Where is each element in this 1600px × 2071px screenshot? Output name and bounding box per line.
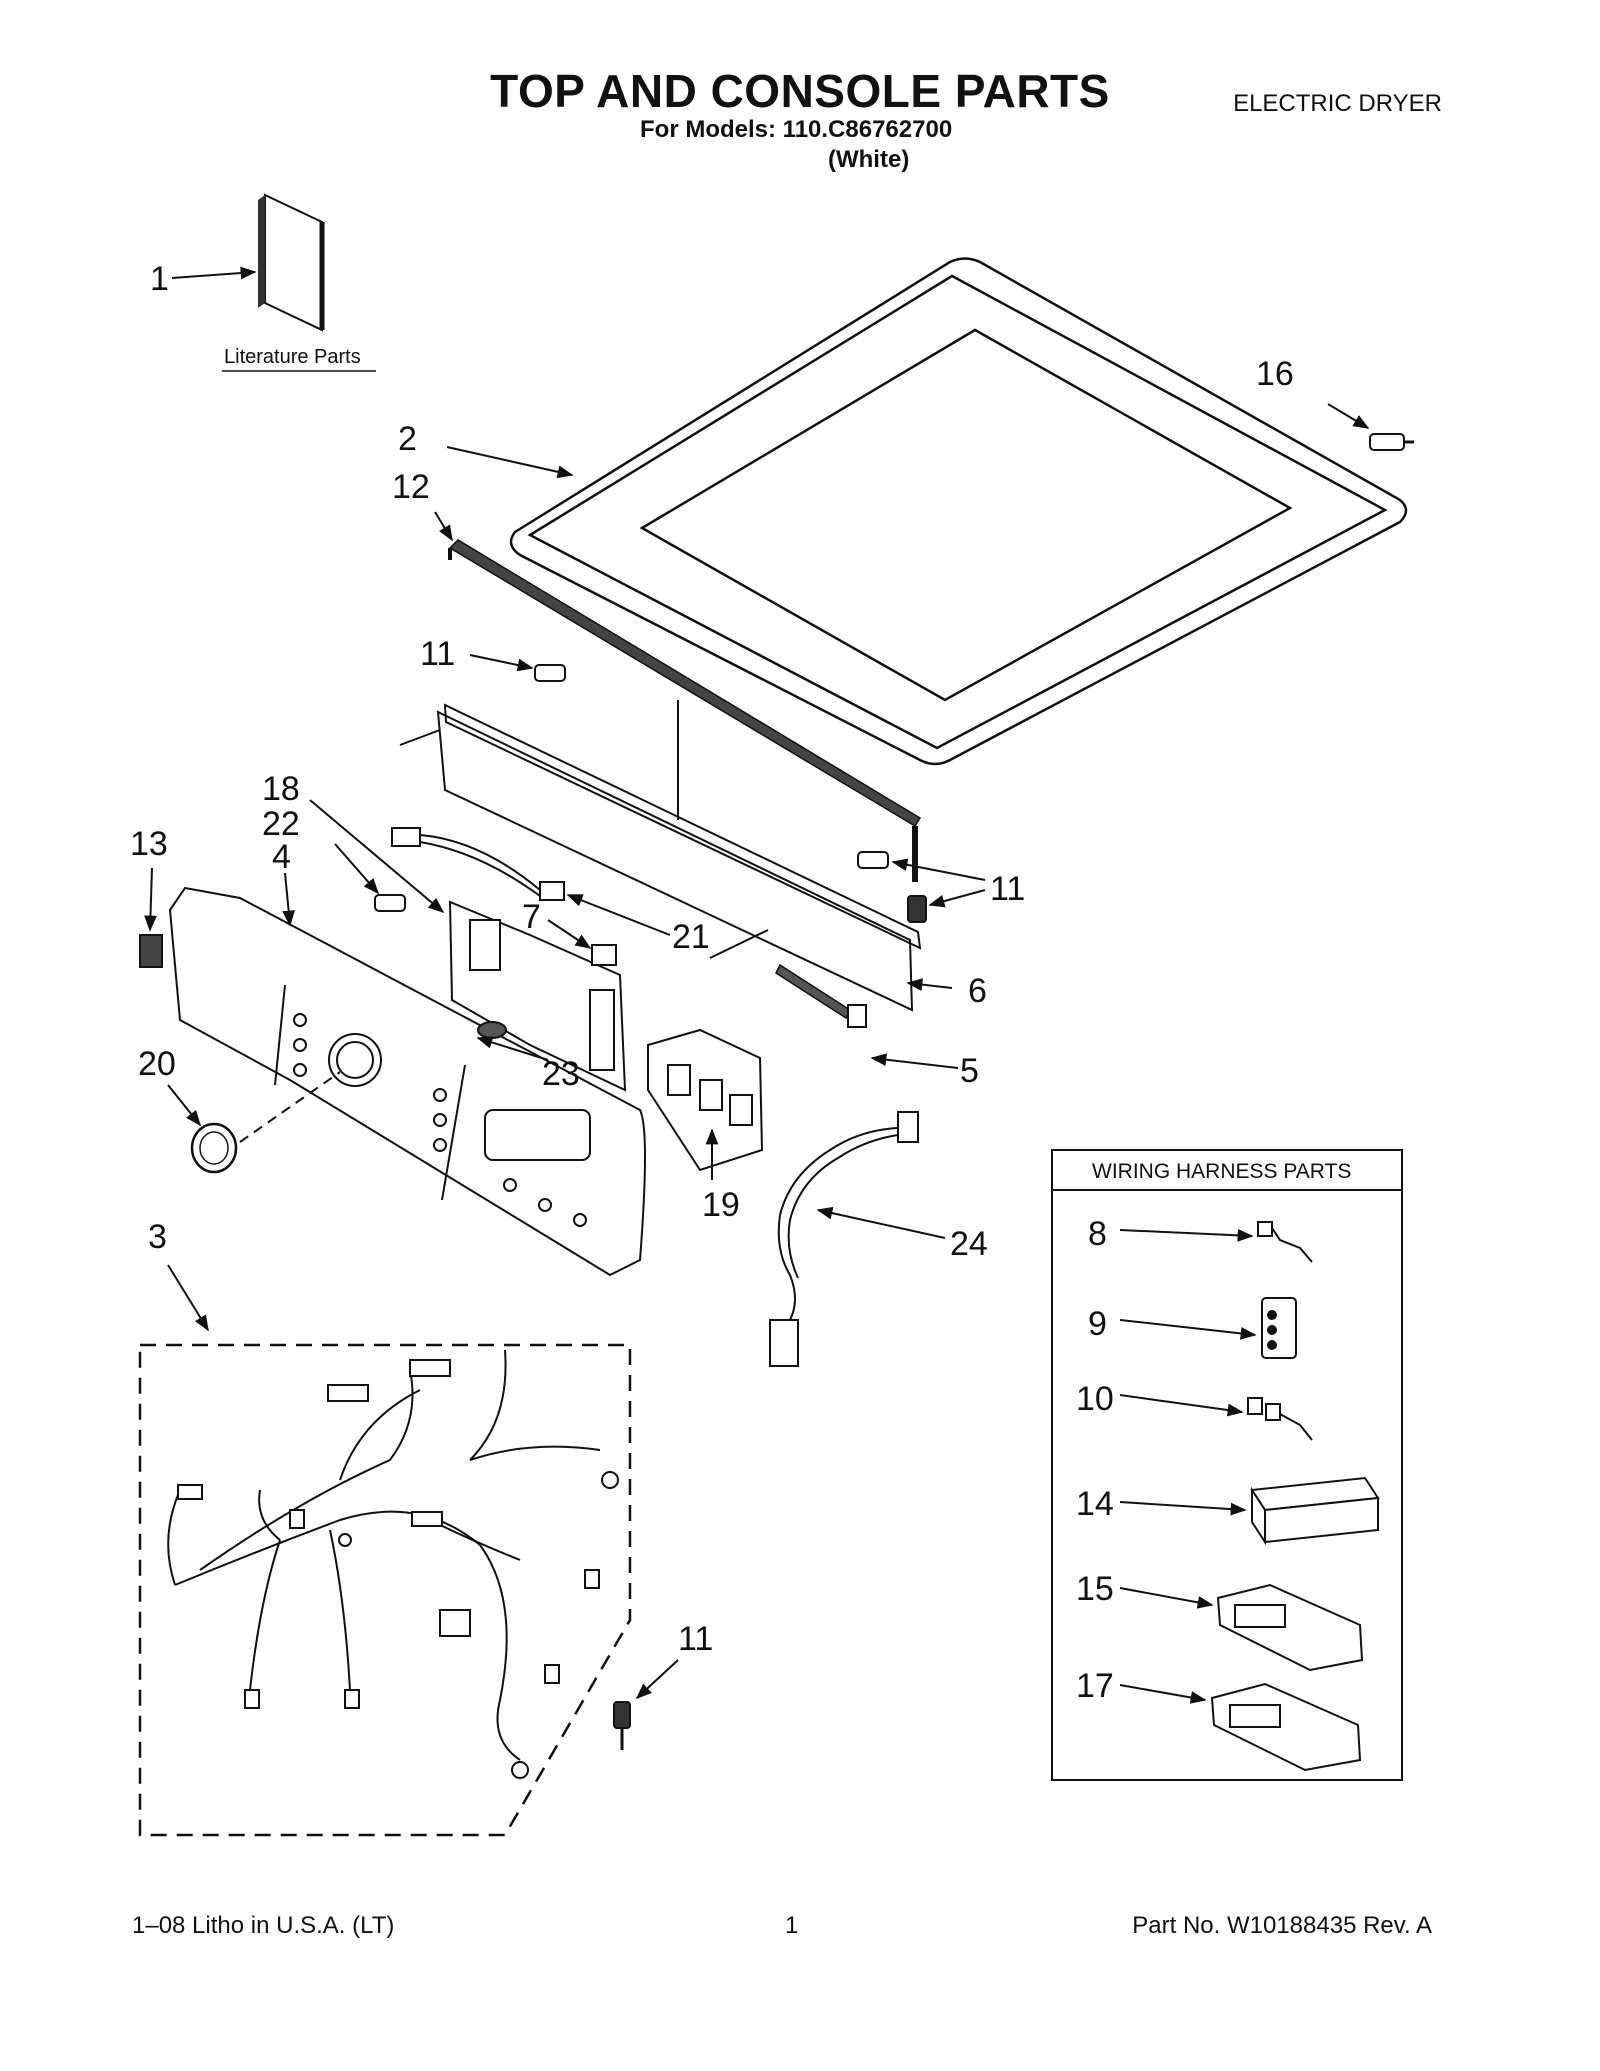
main-harness-3 <box>167 1349 619 1779</box>
harness-21 <box>391 827 565 901</box>
callout-3: 3 <box>148 1218 167 1256</box>
callout-14: 14 <box>1076 1485 1114 1523</box>
callout-20: 20 <box>138 1045 176 1083</box>
callout-24: 24 <box>950 1225 988 1263</box>
callout-11-right: 11 <box>990 870 1025 908</box>
callout-23: 23 <box>542 1055 580 1093</box>
callout-12: 12 <box>392 468 430 506</box>
callout-1: 1 <box>150 260 169 298</box>
product-type: ELECTRIC DRYER <box>1233 90 1442 117</box>
terminal-8 <box>1257 1221 1313 1263</box>
console-bracket <box>399 700 922 1012</box>
callout-4: 4 <box>272 838 291 876</box>
clip-7 <box>591 944 617 966</box>
harness-24 <box>769 1111 919 1367</box>
callout-22: 22 <box>262 805 300 843</box>
seal-strip <box>448 539 922 882</box>
callout-7: 7 <box>522 898 541 936</box>
callout-13: 13 <box>130 825 168 863</box>
connector-14 <box>1250 1476 1380 1546</box>
screw-11-bottom <box>613 1701 631 1750</box>
terminal-10 <box>1247 1397 1313 1441</box>
screw-22 <box>374 894 406 912</box>
tie-strap-5 <box>775 963 867 1028</box>
connector-15 <box>1216 1583 1364 1672</box>
models-line: For Models: 110.C86762700 <box>640 116 953 143</box>
connector-17 <box>1210 1682 1362 1772</box>
screw-11-right <box>857 851 927 923</box>
callout-2: 2 <box>398 420 417 458</box>
callout-8: 8 <box>1088 1215 1107 1253</box>
callout-21: 21 <box>672 918 710 956</box>
callout-11-top: 11 <box>420 635 455 673</box>
callout-9: 9 <box>1088 1305 1107 1343</box>
light-13 <box>139 934 163 968</box>
page-title: TOP AND CONSOLE PARTS <box>490 65 1110 117</box>
callout-5: 5 <box>960 1052 979 1090</box>
part-number: Part No. W10188435 Rev. A <box>1132 1912 1432 1939</box>
callout-18: 18 <box>262 770 300 808</box>
knob-20 <box>190 1122 238 1174</box>
ui-board-18 <box>448 900 627 1092</box>
control-board-19 <box>647 1028 764 1172</box>
harness-3-boundary <box>138 1343 632 1837</box>
page-number: 1 <box>785 1912 799 1939</box>
housing-9 <box>1261 1297 1297 1359</box>
part-23 <box>477 1021 507 1039</box>
callout-19: 19 <box>702 1186 740 1224</box>
callout-10: 10 <box>1076 1380 1114 1418</box>
console-panel <box>168 886 646 1277</box>
callout-15: 15 <box>1076 1570 1114 1608</box>
callout-6: 6 <box>968 972 987 1010</box>
literature-caption: Literature Parts <box>224 346 361 368</box>
callout-16: 16 <box>1256 355 1294 393</box>
color-variant: (White) <box>828 146 910 173</box>
literature-booklet <box>258 193 325 332</box>
dryer-top-panel <box>509 257 1408 766</box>
wiring-harness-legend <box>1051 1149 1403 1781</box>
legend-title: WIRING HARNESS PARTS <box>1092 1160 1351 1183</box>
litho-note: 1–08 Litho in U.S.A. (LT) <box>132 1912 395 1939</box>
callout-11-bottom: 11 <box>678 1620 713 1658</box>
screw-11-top <box>534 664 566 682</box>
callout-17: 17 <box>1076 1667 1114 1705</box>
screw-16 <box>1369 433 1414 451</box>
